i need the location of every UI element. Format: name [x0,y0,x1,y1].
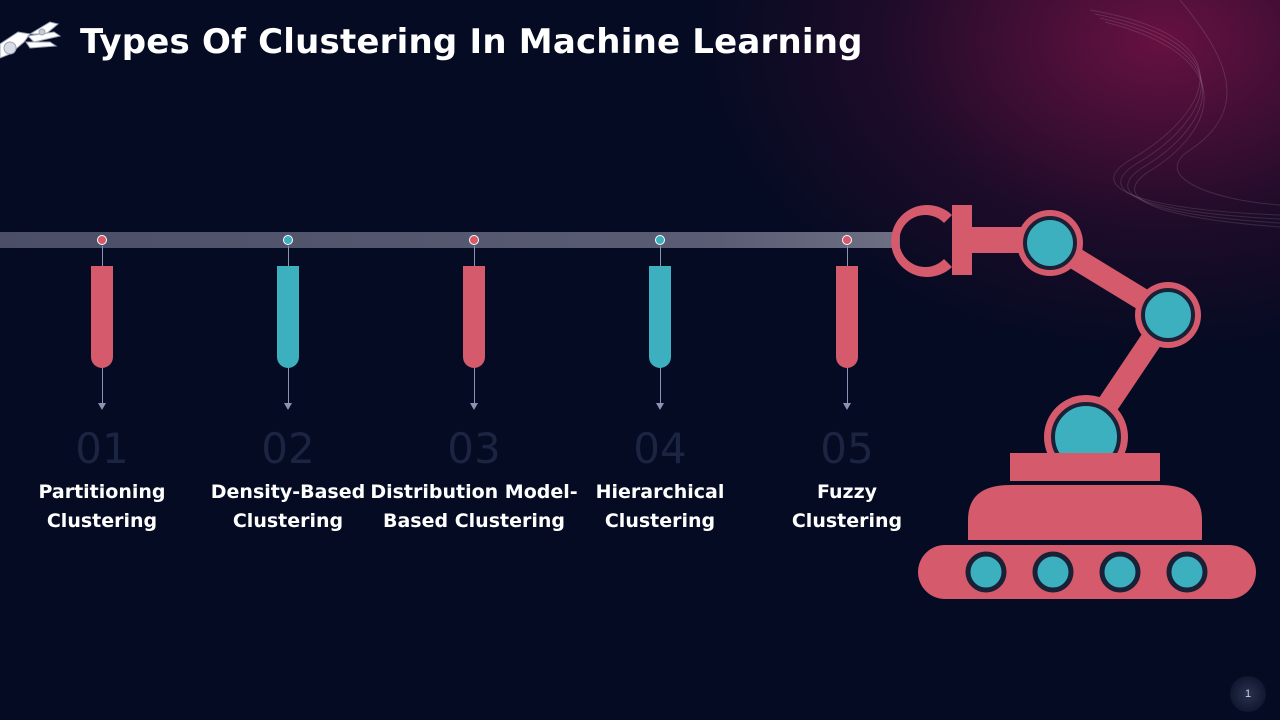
step-number: 03 [447,424,501,473]
robotic-arm-icon [891,205,1256,599]
step-label: Hierarchical Clustering [555,478,765,536]
step-4: 04 Hierarchical Clustering [565,0,755,560]
step-label-line1: Partitioning [38,481,166,503]
step-label-line1: Hierarchical [595,481,725,503]
arrow-down-icon [98,403,106,410]
timeline-dot [469,235,479,245]
robot-base [918,453,1256,599]
step-label: Distribution Model- Based Clustering [369,478,579,536]
test-tube-icon [836,266,858,368]
test-tube-icon [277,266,299,368]
timeline-dot [283,235,293,245]
timeline-dot [655,235,665,245]
step-5: 05 Fuzzy Clustering [752,0,942,560]
robot-joints [1017,210,1201,479]
arrow-down-icon [470,403,478,410]
robot-wheels [965,551,1208,593]
page-number: 1 [1230,676,1266,712]
step-label-line1: Fuzzy [816,481,878,503]
step-number: 01 [75,424,129,473]
timeline-dot [842,235,852,245]
timeline-bar [0,232,900,248]
step-3: 03 Distribution Model- Based Clustering [370,0,578,560]
test-tube-icon [649,266,671,368]
step-label: Partitioning Clustering [0,478,207,536]
step-number: 02 [261,424,315,473]
step-label-line2: Based Clustering [383,510,565,532]
step-label: Fuzzy Clustering [742,478,952,536]
arrow-down-icon [656,403,664,410]
step-2: 02 Density-Based Clustering [193,0,383,560]
test-tube-icon [91,266,113,368]
robot-hand-icon [0,21,62,59]
step-label-line2: Clustering [604,510,716,532]
arrow-down-icon [284,403,292,410]
step-number: 04 [633,424,687,473]
timeline-dot [97,235,107,245]
step-1: 01 Partitioning Clustering [7,0,197,560]
step-label-line2: Clustering [46,510,158,532]
arrow-down-icon [843,403,851,410]
step-label-line1: Distribution Model- [370,481,578,503]
step-number: 05 [820,424,874,473]
test-tube-icon [463,266,485,368]
slide-title: Types Of Clustering In Machine Learning [80,22,863,62]
step-label: Density-Based Clustering [183,478,393,536]
step-label-line2: Clustering [232,510,344,532]
step-label-line1: Density-Based [210,481,366,503]
step-label-line2: Clustering [791,510,903,532]
